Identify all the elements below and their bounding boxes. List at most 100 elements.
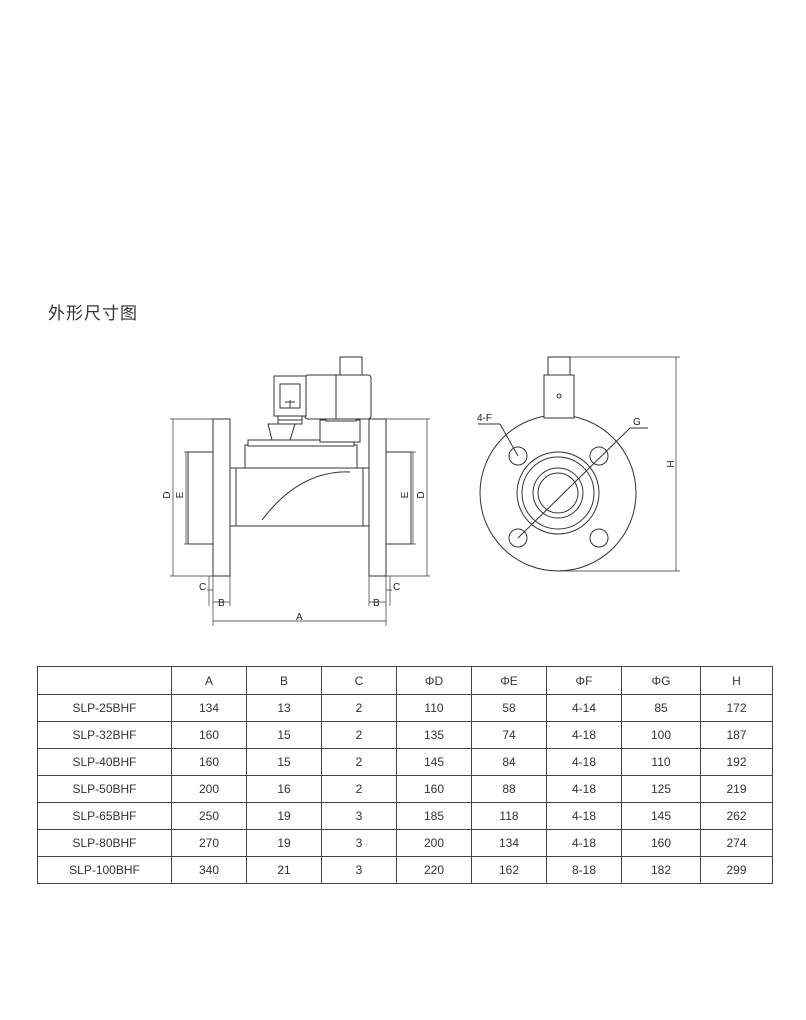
table-cell: 13 (246, 694, 322, 722)
table-cell: 160 (171, 721, 247, 749)
table-cell: 185 (396, 802, 472, 830)
table-cell: 192 (700, 748, 773, 776)
table-cell: 4-18 (546, 748, 622, 776)
table-header-cell: B (246, 666, 322, 695)
table-cell: 15 (246, 721, 322, 749)
section-title: 外形尺寸图 (48, 304, 138, 324)
model-cell: SLP-25BHF (37, 694, 172, 722)
table-header-cell: ΦF (546, 666, 622, 695)
label-c-left: C (199, 582, 206, 593)
table-cell: 274 (700, 829, 773, 857)
table-cell: 88 (471, 775, 547, 803)
table-cell: 110 (621, 748, 701, 776)
label-g: G (633, 417, 641, 428)
table-cell: 182 (621, 856, 701, 884)
table-cell: 262 (700, 802, 773, 830)
table-cell: 118 (471, 802, 547, 830)
table-header-cell: ΦE (471, 666, 547, 695)
table-cell: 160 (621, 829, 701, 857)
table-cell: 200 (171, 775, 247, 803)
table-cell: 145 (621, 802, 701, 830)
table-cell: 219 (700, 775, 773, 803)
table-cell: 134 (471, 829, 547, 857)
table-header-cell: ΦG (621, 666, 701, 695)
table-cell: 270 (171, 829, 247, 857)
table-cell: 172 (700, 694, 773, 722)
table-cell: 74 (471, 721, 547, 749)
label-c-right: C (393, 582, 400, 593)
table-cell: 4-18 (546, 775, 622, 803)
label-f: 4-F (477, 413, 492, 424)
label-e-left: E (175, 491, 186, 498)
table-cell: 3 (321, 829, 397, 857)
table-cell: 135 (396, 721, 472, 749)
model-cell: SLP-32BHF (37, 721, 172, 749)
table-cell: 16 (246, 775, 322, 803)
table-header-cell: C (321, 666, 397, 695)
model-cell: SLP-40BHF (37, 748, 172, 776)
model-cell: SLP-80BHF (37, 829, 172, 857)
table-cell: 3 (321, 802, 397, 830)
table-cell: 15 (246, 748, 322, 776)
table-cell: 162 (471, 856, 547, 884)
side-dimension-lines (558, 356, 680, 572)
table-cell: 85 (621, 694, 701, 722)
model-cell: SLP-65BHF (37, 802, 172, 830)
table-cell: 145 (396, 748, 472, 776)
table-cell: 125 (621, 775, 701, 803)
label-h: H (666, 460, 677, 467)
valve-front-view (187, 356, 412, 577)
table-header-cell (37, 666, 172, 695)
table-cell: 110 (396, 694, 472, 722)
table-cell: 100 (621, 721, 701, 749)
table-cell: 299 (700, 856, 773, 884)
table-cell: 3 (321, 856, 397, 884)
table-cell: 4-18 (546, 802, 622, 830)
table-cell: 160 (171, 748, 247, 776)
label-d-left: D (162, 491, 173, 498)
table-cell: 187 (700, 721, 773, 749)
table-cell: 8-18 (546, 856, 622, 884)
table-cell: 84 (471, 748, 547, 776)
table-cell: 4-18 (546, 721, 622, 749)
table-cell: 340 (171, 856, 247, 884)
label-b-right: B (373, 598, 380, 609)
valve-side-view (478, 356, 648, 572)
table-cell: 2 (321, 694, 397, 722)
table-cell: 220 (396, 856, 472, 884)
table-header-cell: ΦD (396, 666, 472, 695)
table-cell: 250 (171, 802, 247, 830)
table-header-row: A B C ΦD ΦE ΦF ΦG H (37, 666, 773, 695)
table-cell: 19 (246, 829, 322, 857)
table-header-cell: H (700, 666, 773, 695)
model-cell: SLP-50BHF (37, 775, 172, 803)
table-cell: 2 (321, 748, 397, 776)
table-cell: 58 (471, 694, 547, 722)
table-cell: 4-18 (546, 829, 622, 857)
table-cell: 4-14 (546, 694, 622, 722)
label-d-right: D (416, 491, 427, 498)
label-a: A (296, 612, 303, 623)
table-cell: 21 (246, 856, 322, 884)
model-cell: SLP-100BHF (37, 856, 172, 884)
table-cell: 160 (396, 775, 472, 803)
table-cell: 2 (321, 721, 397, 749)
label-b-left: B (218, 598, 225, 609)
label-e-right: E (400, 491, 411, 498)
front-dimension-lines (170, 418, 430, 626)
table-cell: 200 (396, 829, 472, 857)
table-cell: 19 (246, 802, 322, 830)
table-header-cell: A (171, 666, 247, 695)
table-cell: 134 (171, 694, 247, 722)
table-cell: 2 (321, 775, 397, 803)
